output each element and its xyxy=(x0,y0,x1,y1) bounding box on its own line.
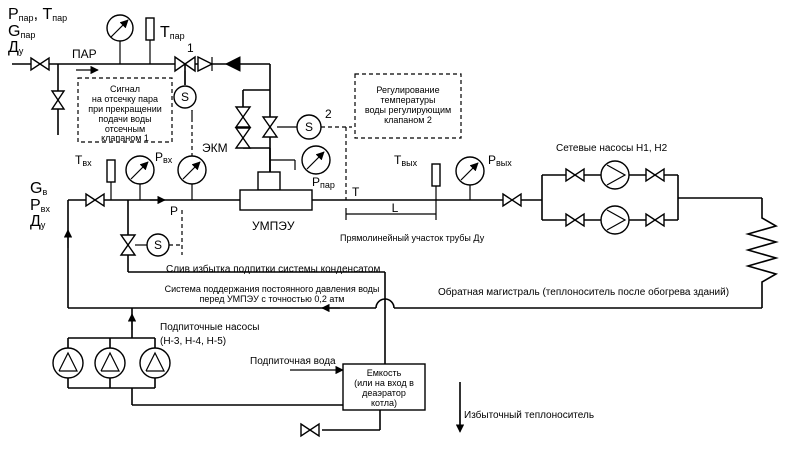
thermometer-out xyxy=(431,163,441,200)
svg-text:подачи воды: подачи воды xyxy=(98,114,151,124)
left-d-label: Ду xyxy=(30,213,46,230)
actuator-valve-1 xyxy=(173,71,197,109)
length-label: L xyxy=(392,201,399,215)
left-g-label: Gв xyxy=(30,180,47,197)
check-valve-steam xyxy=(197,55,241,73)
svg-text:клапаном 1: клапаном 1 xyxy=(101,133,149,143)
valve-outlet-water[interactable] xyxy=(502,192,522,208)
makeup-pump-h4 xyxy=(94,347,126,379)
pressure-gauge-in xyxy=(125,155,155,200)
makeup-pumps-label-1: Подпиточные насосы xyxy=(160,322,259,333)
pressure-gauge-steam-umpeu xyxy=(270,145,331,175)
svg-text:деаэратор: деаэратор xyxy=(362,388,406,398)
makeup-pump-h3 xyxy=(52,347,84,379)
pressure-system-label-2: перед УМПЭУ с точностью 0,2 атм xyxy=(200,294,345,304)
t-out-label: Tвых xyxy=(394,153,418,168)
valve-pump2-out[interactable] xyxy=(645,212,665,228)
valve-steam-drain[interactable] xyxy=(50,90,66,110)
svg-text:температуры: температуры xyxy=(380,95,435,105)
signal-links xyxy=(169,110,352,255)
left-p-label: Pвх xyxy=(30,197,50,214)
steam-line-label: ПАР xyxy=(72,47,97,61)
note-box-steam-cutoff xyxy=(77,77,173,143)
ekm-gauge xyxy=(177,155,207,200)
p-steam-gauge-label: Pпар xyxy=(312,175,335,190)
svg-text:отсечным: отсечным xyxy=(105,124,145,134)
drain-label: Слив избытка подпитки системы конденсато… xyxy=(166,263,380,275)
actuator-2-symbol: S xyxy=(305,120,313,134)
network-pumps-label: Сетевые насосы Н1, Н2 xyxy=(556,143,668,154)
valve-1-shutoff[interactable] xyxy=(174,55,196,73)
note-steam-cutoff: Сигнал на отсечку пара при прекращении п… xyxy=(88,84,162,143)
note-box-temp-control xyxy=(354,73,462,139)
valve-1-label: 1 xyxy=(187,41,194,55)
t-point-label: T xyxy=(352,185,360,199)
actuator-1-symbol: S xyxy=(181,90,189,104)
thermometer-in xyxy=(106,159,116,200)
valve-pump1-in[interactable] xyxy=(565,167,585,183)
svg-text:на отсечку пара: на отсечку пара xyxy=(92,94,158,104)
excess-label: Избыточный теплоноситель xyxy=(464,409,594,421)
thermometer-steam xyxy=(145,17,155,64)
valve-tank-out[interactable] xyxy=(300,422,320,438)
valve-pump1-out[interactable] xyxy=(645,167,665,183)
p-in-label: Pвх xyxy=(155,150,173,165)
actuator-drain xyxy=(135,233,170,257)
actuator-valve-2 xyxy=(277,114,322,140)
valve-pump2-in[interactable] xyxy=(565,212,585,228)
valve-2-label: 2 xyxy=(325,107,332,121)
inlet-g-label: Gпар xyxy=(8,23,35,40)
note-temp-control: Регулирование температуры воды регулирую… xyxy=(365,85,451,125)
flow-arrows xyxy=(63,65,465,433)
makeup-water-label: Подпиточная вода xyxy=(250,356,336,367)
valve-bypass-upper[interactable] xyxy=(234,106,252,128)
svg-text:клапаном 2: клапаном 2 xyxy=(384,115,432,125)
svg-text:(или на вход в: (или на вход в xyxy=(354,378,414,388)
network-pump-h2 xyxy=(600,205,630,235)
ekm-label: ЭКМ xyxy=(202,141,228,155)
umpeu-unit xyxy=(239,171,313,211)
makeup-pump-h5 xyxy=(139,347,171,379)
length-dimension xyxy=(345,200,437,220)
svg-text:Сигнал: Сигнал xyxy=(110,84,140,94)
svg-text:воды регулирующим: воды регулирующим xyxy=(365,105,451,115)
tank xyxy=(342,363,426,411)
inlet-d-label: Ду xyxy=(8,39,24,56)
svg-text:при прекращении: при прекращении xyxy=(88,104,162,114)
return-line-label: Обратная магистраль (теплоноситель после… xyxy=(438,286,729,298)
pressure-system-label-1: Система поддержания постоянного давления… xyxy=(165,284,380,294)
t-in-label: Tвх xyxy=(75,153,92,168)
actuator-drain-symbol: S xyxy=(154,238,162,252)
valve-inlet-steam[interactable] xyxy=(30,56,50,72)
svg-text:Регулирование: Регулирование xyxy=(376,85,439,95)
svg-text:Емкость: Емкость xyxy=(367,368,402,378)
inlet-p-t-label: Pпар, Tпар xyxy=(8,6,67,23)
makeup-pumps-label-2: (Н-3, Н-4, Н-5) xyxy=(160,336,226,347)
pressure-gauge-steam xyxy=(106,14,134,64)
p-out-label: Pвых xyxy=(488,153,512,168)
valve-bypass-lower[interactable] xyxy=(234,127,252,149)
svg-text:котла): котла) xyxy=(371,398,397,408)
p-point-label: P xyxy=(170,204,178,218)
straight-section-label: Прямолинейный участок трубы Ду xyxy=(340,233,485,243)
valve-2-control[interactable] xyxy=(261,116,279,138)
tank-label: Емкость (или на вход в деаэратор котла) xyxy=(354,368,414,408)
umpeu-label: УМПЭУ xyxy=(252,219,295,233)
network-pump-h1 xyxy=(600,160,630,190)
valve-inlet-water[interactable] xyxy=(85,192,105,208)
t-steam-label: Tпар xyxy=(160,24,185,41)
valve-drain[interactable] xyxy=(119,234,137,256)
pressure-gauge-out xyxy=(455,156,485,200)
